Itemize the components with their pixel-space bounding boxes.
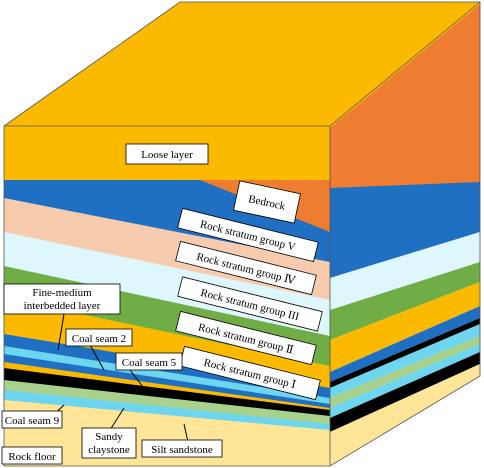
side-layer-blue-lower: [330, 306, 480, 382]
side-layer-light: [330, 232, 480, 310]
right-side-face: [330, 4, 480, 466]
side-layer-floor: [330, 364, 480, 466]
side-layer-cyan: [330, 324, 480, 398]
svg-text:claystone: claystone: [88, 444, 130, 456]
label-rock-floor: Rock floor: [1, 446, 63, 465]
side-layer-blue: [330, 182, 480, 278]
svg-text:Sandy: Sandy: [95, 431, 123, 443]
side-layer-coal-upper: [330, 318, 480, 388]
svg-text:Coal seam 9: Coal seam 9: [5, 415, 60, 427]
leader-silt-sandstone: [183, 423, 189, 443]
svg-text:Coal seam 2: Coal seam 2: [72, 333, 126, 345]
leader-sandy-claystone: [109, 407, 125, 431]
label-coal-seam-2: Coal seam 2: [65, 328, 133, 347]
front-sage: [4, 380, 330, 426]
label-sandy-claystone: Sandy claystone: [81, 427, 137, 459]
svg-text:Silt sandstone: Silt sandstone: [151, 444, 213, 456]
side-layer-green: [330, 262, 480, 340]
side-layer-cyan-2: [330, 344, 480, 418]
side-layer-yellow: [330, 282, 480, 372]
label-coal-seam-9: Coal seam 9: [1, 410, 63, 429]
leader-fine-medium: [57, 313, 65, 351]
front-blue-seam: [4, 354, 330, 410]
label-silt-sandstone: Silt sandstone: [141, 439, 223, 458]
side-layer-coal-lower: [330, 352, 480, 432]
top-face: [4, 2, 480, 126]
label-bedrock: Bedrock: [233, 180, 301, 224]
leader-coal-seam-5: [129, 369, 151, 397]
label-fine-medium-interbedded: Fine-medium interbedded layer: [3, 283, 121, 315]
label-coal-seam-5: Coal seam 5: [115, 352, 183, 371]
label-loose-layer: Loose layer: [125, 143, 209, 165]
svg-text:Loose layer: Loose layer: [141, 149, 193, 161]
front-cyan-2: [4, 390, 330, 432]
leader-coal-seam-2: [89, 344, 105, 371]
svg-text:Coal seam 5: Coal seam 5: [122, 357, 177, 369]
side-layer-bedrock: [330, 4, 480, 212]
svg-text:interbedded layer: interbedded layer: [24, 300, 101, 312]
box-outline: [3, 1, 481, 467]
svg-text:Fine-medium: Fine-medium: [32, 287, 92, 299]
front-cyan-1: [4, 346, 330, 406]
svg-text:Rock floor: Rock floor: [8, 451, 56, 463]
side-layer-sage: [330, 336, 480, 408]
front-black-seam-9: [4, 368, 330, 418]
